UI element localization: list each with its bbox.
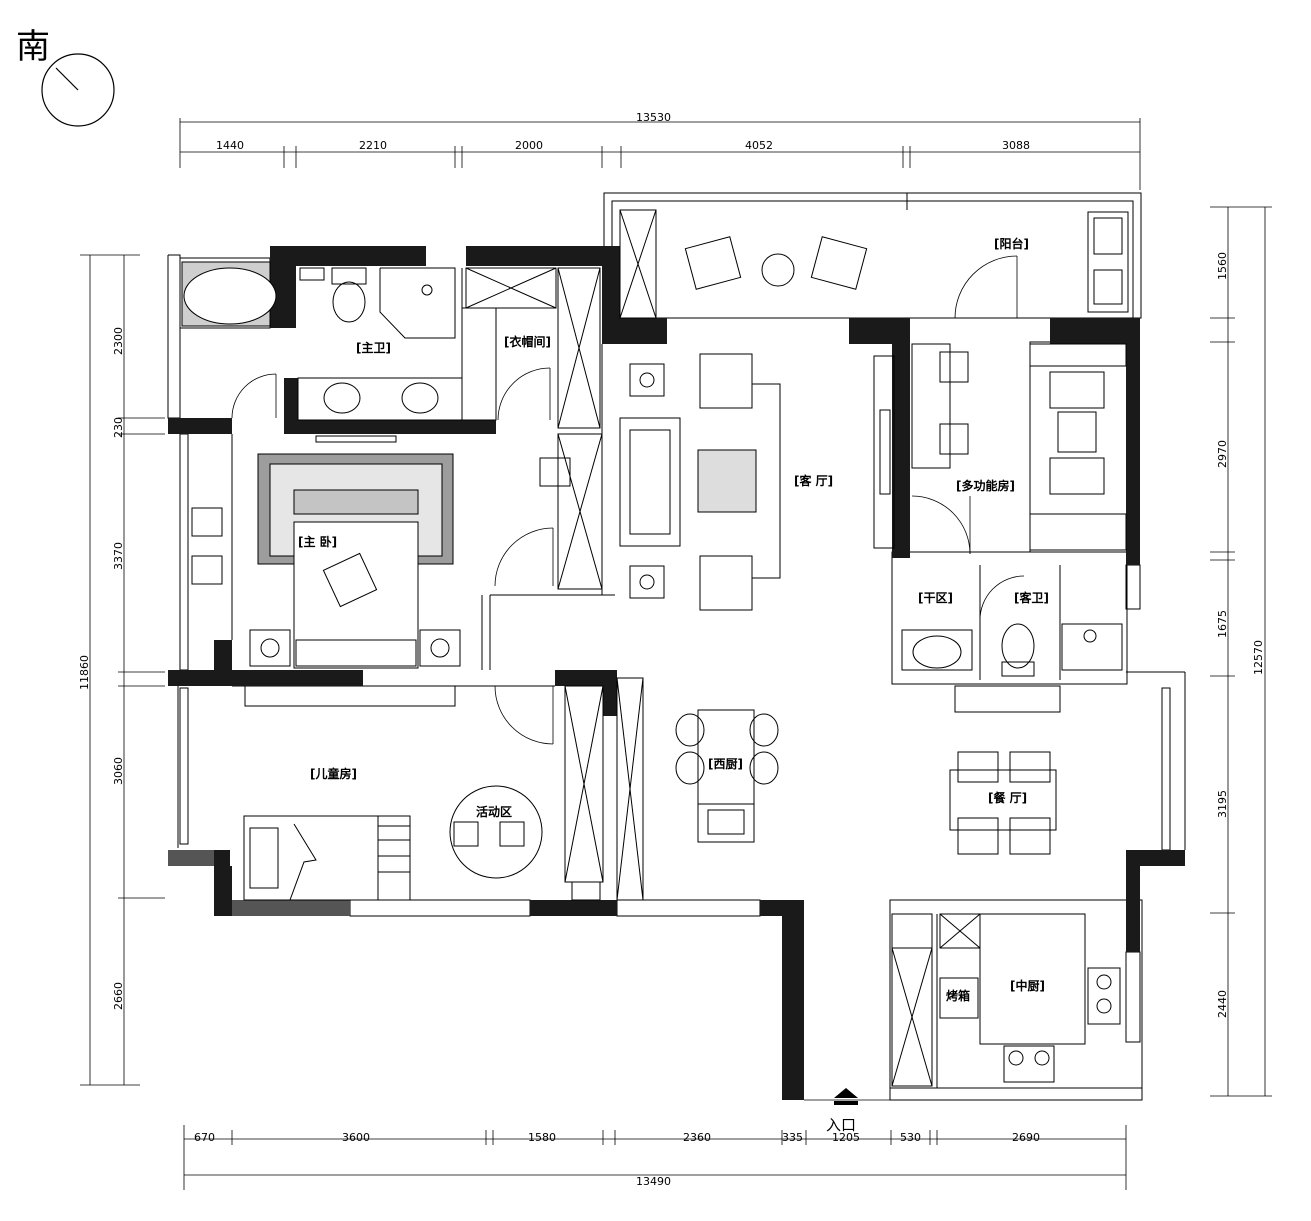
dim-top-3: 2000 [515, 139, 543, 152]
dim-right-1: 1560 [1216, 252, 1229, 280]
room-multi: [多功能房] [956, 478, 1015, 493]
dim-top-2: 2210 [359, 139, 387, 152]
dim-bottom-2: 3600 [342, 1131, 370, 1144]
wardrobe-kids [564, 677, 644, 901]
room-master-bath: [主卫] [356, 340, 391, 355]
bathtub-icon [181, 261, 277, 327]
dim-bottom-8: 2690 [1012, 1131, 1040, 1144]
room-living: [客 厅] [794, 473, 833, 488]
chair-icon [191, 507, 223, 537]
dim-left-3: 3370 [112, 542, 125, 570]
room-oven: 烤箱 [946, 988, 970, 1003]
dim-right-5: 2440 [1216, 990, 1229, 1018]
entrance-arrow-icon [834, 1088, 858, 1098]
dim-left-5: 2660 [112, 982, 125, 1010]
dim-bottom-4: 2360 [683, 1131, 711, 1144]
heavy-walls [168, 246, 1185, 1100]
room-labels: [主卫] [衣帽间] [阳台] [客 厅] [多功能房] [主 卧] [干区] … [298, 236, 1049, 1003]
room-west-kitchen: [西厨] [708, 756, 743, 771]
room-chinese-kitchen: [中厨] [1010, 978, 1045, 993]
dining-table-icon [949, 751, 1057, 855]
chair-icon [191, 555, 223, 585]
tv-icon [315, 435, 397, 443]
room-balcony: [阳台] [994, 236, 1029, 251]
wardrobe-cloakroom [461, 267, 601, 429]
entrance-marker: 入口 [826, 1088, 858, 1134]
compass: 南 [16, 27, 115, 127]
dimension-lines [80, 118, 1272, 1190]
kids-bed-icon [243, 815, 411, 901]
dim-left-4: 3060 [112, 757, 125, 785]
dim-bottom-5: 335 [782, 1131, 803, 1144]
sofa-icon [619, 353, 781, 611]
dim-top-total: 13530 [636, 111, 671, 124]
sink-icon [297, 377, 463, 421]
dim-left-1: 2300 [112, 327, 125, 355]
entrance-label: 入口 [826, 1116, 856, 1134]
dim-top-5: 3088 [1002, 139, 1030, 152]
room-master-bed: [主 卧] [298, 534, 337, 549]
toilet-icon [331, 267, 367, 323]
room-dining: [餐 厅] [988, 790, 1027, 805]
dim-right-4: 3195 [1216, 790, 1229, 818]
dim-bottom-6: 1205 [832, 1131, 860, 1144]
room-activity: 活动区 [476, 804, 512, 819]
room-cloakroom: [衣帽间] [504, 334, 551, 349]
dim-top-4: 4052 [745, 139, 773, 152]
activity-area [449, 785, 543, 879]
compass-circle [41, 53, 115, 127]
room-guest-bath: [客卫] [1014, 590, 1049, 605]
dim-bottom-1: 670 [194, 1131, 215, 1144]
dim-bottom-7: 530 [900, 1131, 921, 1144]
outlet-icon [299, 267, 325, 281]
island-icon [675, 709, 779, 843]
dimension-labels: 13530 1440 2210 2000 4052 3088 13490 670… [78, 111, 1265, 1188]
dim-left-total: 11860 [78, 655, 91, 690]
compass-needle [55, 67, 79, 91]
room-dry: [干区] [918, 591, 953, 605]
dim-top-1: 1440 [216, 139, 244, 152]
dim-bottom-total: 13490 [636, 1175, 671, 1188]
kitchen-fixtures [891, 913, 1121, 1087]
door-swings [231, 255, 1025, 1101]
compass-label: 南 [16, 27, 50, 67]
dim-left-2: 230 [112, 417, 125, 438]
multi-room-furniture [873, 343, 1127, 551]
dim-right-2: 2970 [1216, 440, 1229, 468]
shower-icon [379, 267, 456, 339]
dim-right-3: 1675 [1216, 610, 1229, 638]
dim-right-total: 12570 [1252, 640, 1265, 675]
room-kids: [儿童房] [310, 766, 357, 781]
dim-bottom-3: 1580 [528, 1131, 556, 1144]
guest-bath-fixtures [901, 623, 1123, 677]
bed-icon [249, 453, 461, 669]
wardrobe-master [539, 433, 603, 590]
balcony-furniture [619, 209, 1129, 319]
